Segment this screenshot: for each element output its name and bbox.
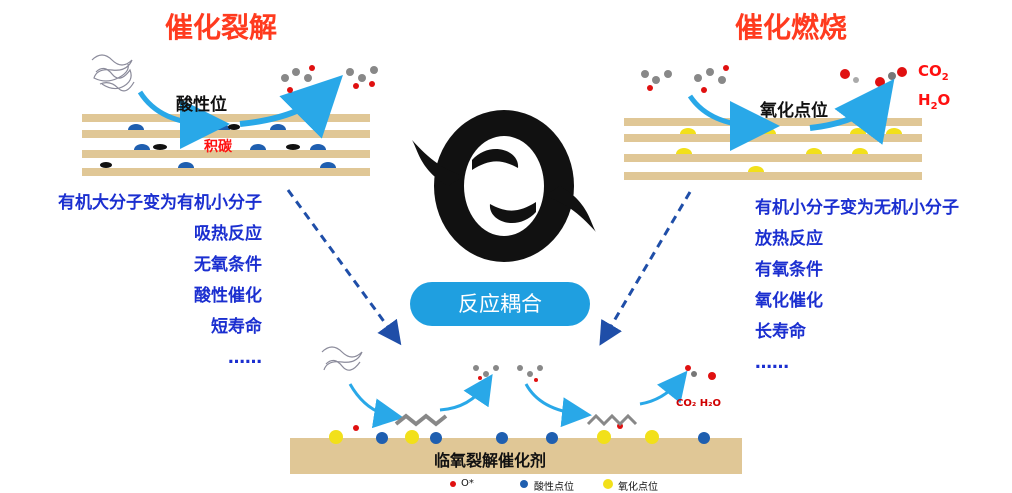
bottom-macromolecule-icon [321,346,363,371]
reaction-coupling-label: 反应耦合 [410,282,590,326]
bottom-products-label: CO₂ H₂O [676,398,721,409]
legend-dot-acid [520,480,528,488]
left-property-1: 有机大分子变为有机小分子 [58,193,262,213]
h2o-o: O [937,91,951,109]
coke-label: 积碳 [204,139,232,155]
right-small-molecule-icon [641,65,907,93]
oxidation-site-label: 氧化点位 [760,101,828,121]
h2o-h: H [918,91,931,109]
left-property-3: 无氧条件 [194,255,262,275]
bottom-chain [394,413,448,427]
left-arrow-2 [239,75,343,139]
macromolecule-icon [91,54,135,92]
logo-icon [412,110,596,262]
co2-subscript: 2 [941,72,949,83]
left-properties-list: 有机大分子变为有机小分子 吸热反应 无氧条件 酸性催化 短寿命 …… [14,188,262,374]
bottom-arrow-4 [639,370,688,406]
legend-label-oxidation: 氧化点位 [618,482,658,493]
bottom-catalyst-bar [290,438,742,474]
bottom-products-icon [685,365,716,380]
right-property-6: …… [755,353,789,373]
bottom-chain-2 [586,413,638,427]
right-property-5: 长寿命 [755,322,806,342]
legend-dot-oxygen [450,481,456,487]
small-molecule-icon [281,65,378,93]
left-property-4: 酸性催化 [194,286,262,306]
acid-site-label: 酸性位 [176,95,227,115]
right-properties-list: 有机小分子变为无机小分子 放热反应 有氧条件 氧化催化 长寿命 …… [755,193,1005,379]
right-catalyst-layers [624,118,922,180]
bottom-arrow-3 [524,383,592,428]
title-catalytic-cracking: 催化裂解 [165,11,278,44]
legend-label-acid: 酸性点位 [534,482,574,493]
h2o-subscript: 2 [930,101,938,112]
bottom-arrow-1 [348,383,404,429]
right-property-2: 放热反应 [755,229,823,249]
products-label: CO2 H2O [918,60,950,118]
right-property-1: 有机小分子变为无机小分子 [755,198,959,218]
left-arrow-1 [137,90,230,149]
bottom-sites [329,423,710,444]
right-property-3: 有氧条件 [755,260,823,280]
right-arrow-2 [809,78,895,145]
title-catalytic-combustion: 催化燃烧 [735,11,848,44]
right-property-4: 氧化催化 [755,291,823,311]
left-property-5: 短寿命 [211,317,262,337]
dashed-arrow-left [286,189,402,346]
catalyst-label: 临氧裂解催化剂 [434,451,547,470]
left-property-2: 吸热反应 [194,224,262,244]
bottom-arrow-2 [439,374,493,412]
legend-label-oxygen: O* [461,478,474,489]
legend-dot-oxidation [603,479,613,489]
co2-text: CO [918,62,942,80]
dashed-arrow-right [599,191,692,346]
bottom-small-molecule-icon [473,365,543,382]
right-arrow-1 [687,94,780,151]
left-property-6: …… [228,348,262,368]
